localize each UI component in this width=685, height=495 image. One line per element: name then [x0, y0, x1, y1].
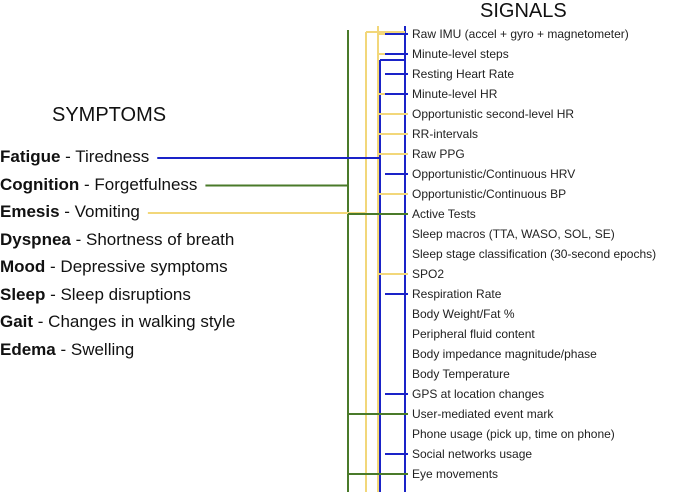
- symptom-item: Mood - Depressive symptoms: [0, 257, 228, 277]
- symptom-name: Dyspnea: [0, 229, 71, 249]
- symptom-name: Fatigue: [0, 147, 61, 166]
- symptom-description: - Shortness of breath: [70, 229, 235, 249]
- signal-item: Active Tests: [412, 207, 476, 221]
- symptom-item: Gait - Changes in walking style: [0, 312, 235, 332]
- signal-item: SPO2: [412, 267, 445, 281]
- symptom-name: Mood: [0, 257, 46, 276]
- signal-item: Peripheral fluid content: [412, 327, 535, 341]
- signal-item: Resting Heart Rate: [412, 67, 515, 81]
- symptom-description: - Vomiting: [59, 202, 140, 221]
- symptom-description: - Depressive symptoms: [45, 257, 228, 276]
- signal-item: Sleep stage classification (30-second ep…: [412, 247, 657, 261]
- symptom-description: - Changes in walking style: [33, 312, 236, 331]
- signals-title: SIGNALS: [480, 0, 567, 22]
- symptom-item: Edema - Swelling: [0, 340, 134, 360]
- signal-item: Sleep macros (TTA, WASO, SOL, SE): [412, 227, 615, 241]
- signal-item: RR-intervals: [412, 127, 479, 141]
- signal-item: Body Temperature: [412, 367, 510, 381]
- signal-item: Opportunistic second-level HR: [412, 107, 575, 121]
- signal-item: Body Weight/Fat %: [412, 307, 515, 321]
- signal-item: Minute-level HR: [412, 87, 498, 101]
- symptom-item: Emesis - Vomiting: [0, 202, 140, 222]
- signal-item: Raw IMU (accel + gyro + magnetometer): [412, 27, 629, 41]
- symptom-item: Fatigue - Tiredness: [0, 147, 149, 167]
- symptom-description: - Forgetfulness: [79, 174, 198, 194]
- symptom-description: - Tiredness: [60, 147, 150, 166]
- symptom-name: Sleep: [0, 284, 46, 304]
- signal-item: Opportunistic/Continuous BP: [412, 187, 567, 201]
- symptom-name: Edema: [0, 339, 56, 359]
- symptom-item: Cognition - Forgetfulness: [0, 175, 197, 195]
- signal-item: Eye movements: [412, 467, 499, 481]
- signal-item: Minute-level steps: [412, 47, 509, 61]
- signal-item: Raw PPG: [412, 147, 465, 161]
- signal-item: Body impedance magnitude/phase: [412, 347, 597, 361]
- symptom-name: Gait: [0, 312, 34, 331]
- signal-item: GPS at location changes: [412, 387, 545, 401]
- signal-item: Phone usage (pick up, time on phone): [412, 427, 615, 441]
- signal-item: User-mediated event mark: [412, 407, 554, 421]
- symptom-description: - Sleep disruptions: [45, 284, 191, 304]
- signal-item: Respiration Rate: [412, 287, 502, 301]
- signal-item: Opportunistic/Continuous HRV: [412, 167, 576, 181]
- symptom-item: Sleep - Sleep disruptions: [0, 285, 191, 305]
- symptom-name: Cognition: [0, 174, 80, 194]
- symptoms-title: SYMPTOMS: [52, 104, 167, 126]
- symptom-description: - Swelling: [55, 339, 135, 359]
- symptom-item: Dyspnea - Shortness of breath: [0, 230, 234, 250]
- signal-item: Social networks usage: [412, 447, 533, 461]
- symptom-name: Emesis: [0, 202, 60, 221]
